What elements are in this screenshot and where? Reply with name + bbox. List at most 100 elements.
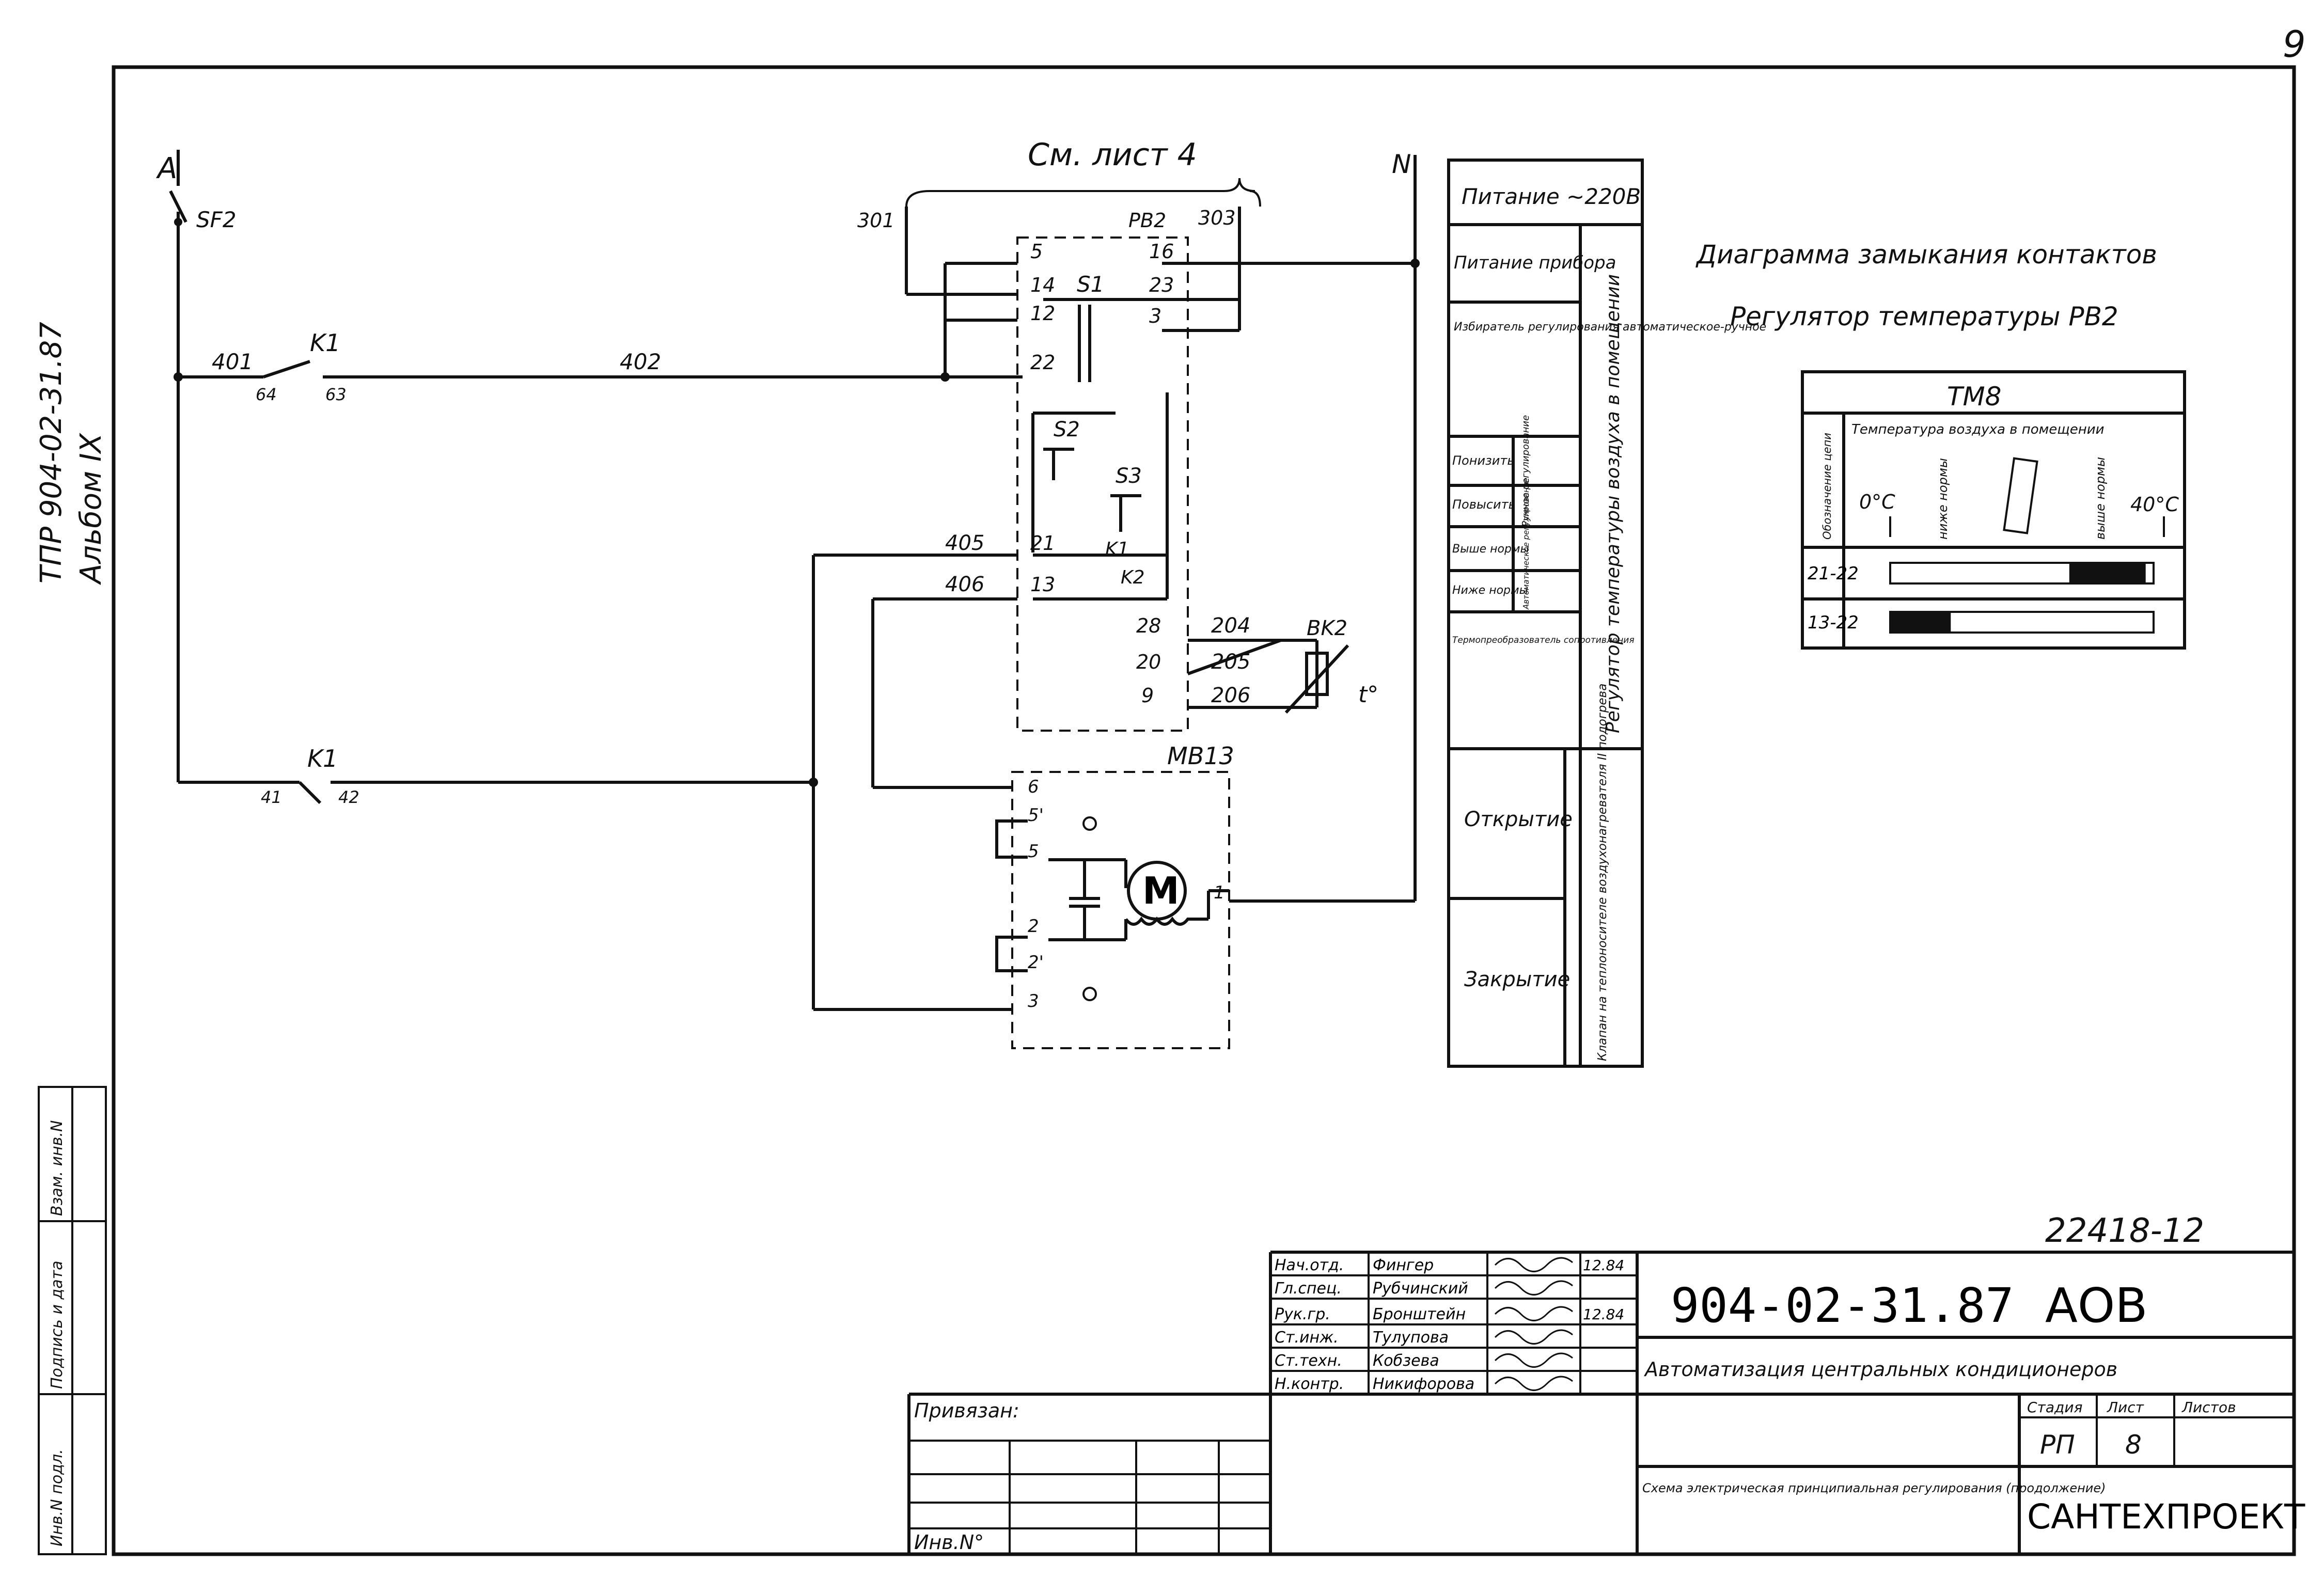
k1-contact-41: 41: [261, 787, 282, 807]
contact-28: 28: [1136, 614, 1161, 637]
contact-16: 16: [1149, 240, 1174, 263]
project-title: Автоматизация центральных кондиционеров: [1643, 1358, 2117, 1381]
contact-row-closed: [1890, 612, 1951, 633]
scale-0: 0°C: [1859, 491, 1895, 513]
temp-symbol: t°: [1358, 682, 1378, 708]
drawing-title: Схема электрическая принципиальная регул…: [1642, 1481, 2106, 1495]
diagram-title-2: Регулятор температуры PB2: [1730, 302, 2118, 331]
contact-12: 12: [1030, 302, 1055, 325]
tb-role: Ст.техн.: [1275, 1352, 1342, 1370]
wire-406: 406: [945, 573, 984, 596]
motor-symbol: M: [1142, 869, 1180, 912]
wire-401: 401: [212, 349, 253, 374]
tb-name: Кобзева: [1373, 1352, 1439, 1370]
doc-code: 22418-12: [2045, 1212, 2204, 1250]
contact-3: 3: [1149, 305, 1161, 327]
relay-K1-bottom: K1: [307, 745, 338, 772]
func-group-valve: Клапан на теплоносителе воздухонагревате…: [1596, 684, 1609, 1061]
wire-402: 402: [620, 349, 661, 374]
wire-206: 206: [1211, 684, 1250, 707]
inv-label: Инв.N°: [914, 1531, 984, 1554]
tb-name: Рубчинский: [1373, 1280, 1468, 1298]
side-stamp-code: ТПР 904-02-31.87: [35, 322, 68, 583]
switch-S2: S2: [1054, 418, 1080, 441]
motor-term-5: 5: [1028, 841, 1039, 862]
wire-405: 405: [945, 531, 984, 555]
schematic: A SF2 См. лист 4 301 303 PB2 N 401 K1 64…: [156, 137, 1420, 1049]
k1-contact-64: 64: [256, 385, 277, 404]
func-row-thermo: Термопреобразователь сопротивления: [1452, 635, 1635, 645]
contact-22: 22: [1030, 351, 1055, 374]
tb-signature: [1494, 1376, 1573, 1391]
strip-inv-label: Инв.N подл.: [48, 1449, 66, 1546]
func-row-power: Питание прибора: [1454, 252, 1616, 273]
breaker-label: SF2: [196, 207, 237, 232]
sheet-head: Лист: [2107, 1399, 2144, 1416]
company: САНТЕХПРОЕКТ: [2027, 1497, 2305, 1537]
contact-5: 5: [1030, 240, 1043, 263]
stage-value: РП: [2040, 1430, 2075, 1460]
tb-role: Гл.спец.: [1275, 1280, 1342, 1298]
sheets-head: Листов: [2181, 1399, 2236, 1416]
func-row-raise: Повысить: [1452, 497, 1516, 512]
motor-term-6: 6: [1028, 777, 1039, 797]
tb-date: 12.84: [1583, 1257, 1624, 1274]
tb-signature: [1494, 1306, 1573, 1321]
motor-term-5p: 5': [1028, 805, 1044, 826]
switch-S3: S3: [1116, 464, 1142, 488]
neutral-label: N: [1392, 149, 1411, 179]
sensor-label: BK2: [1307, 617, 1347, 640]
contact-14: 14: [1030, 274, 1055, 296]
strip-replace-label: Взам. инв.N: [48, 1120, 66, 1216]
designation: 904-02-31.87: [1671, 1278, 2014, 1333]
func-row-close: Закрытие: [1464, 968, 1570, 991]
func-row-above: Выше нормы: [1452, 543, 1529, 556]
contact-23: 23: [1149, 274, 1174, 296]
tb-signature: [1494, 1257, 1573, 1272]
tb-date: 12.84: [1583, 1306, 1624, 1323]
side-stamp: ТПР 904-02-31.87 Альбом IX: [35, 322, 108, 585]
tb-signature: [1494, 1352, 1573, 1368]
diagram-title-1: Диаграмма замыкания контактов: [1695, 240, 2157, 270]
contact-row-label: 13-22: [1808, 612, 1859, 633]
wire-303: 303: [1198, 207, 1236, 229]
mark: АОВ: [2045, 1278, 2147, 1333]
tb-name: Фингер: [1373, 1256, 1434, 1274]
sheet-value: 8: [2125, 1430, 2142, 1460]
tb-signature: [1494, 1329, 1573, 1345]
tb-signature: [1494, 1280, 1573, 1296]
regulator-label: PB2: [1128, 209, 1166, 232]
contact-21: 21: [1030, 532, 1055, 555]
phase-label: A: [156, 152, 177, 185]
wire-204: 204: [1211, 614, 1250, 638]
func-row-open: Открытие: [1464, 808, 1573, 831]
contact-diagram: Диаграмма замыкания контактов Регулятор …: [1695, 240, 2186, 650]
motor-term-2p: 2': [1028, 952, 1044, 973]
side-stamp-album: Альбом IX: [74, 433, 108, 585]
tb-role: Рук.гр.: [1275, 1305, 1330, 1323]
scale-below: ниже нормы: [1936, 458, 1950, 540]
contact-13: 13: [1030, 573, 1055, 596]
contact-20: 20: [1136, 651, 1161, 673]
temp-head: Температура воздуха в помещении: [1851, 422, 2105, 437]
k1-contact-42: 42: [338, 787, 359, 807]
contact-row-bar: [1889, 562, 2155, 585]
func-header: Питание ~220В: [1462, 184, 1641, 209]
func-row-below: Ниже нормы: [1452, 584, 1528, 597]
stage-head: Стадия: [2027, 1399, 2082, 1416]
tm8-title: TM8: [1947, 382, 2002, 412]
tb-name: Никифорова: [1373, 1375, 1474, 1393]
tb-name: Бронштейн: [1373, 1305, 1466, 1323]
func-sub-auto: Автоматическое регулирование: [1521, 478, 1531, 610]
func-row-lower: Понизить: [1452, 453, 1515, 468]
page-number: 9: [2283, 23, 2306, 66]
strip-sign-label: Подпись и дата: [48, 1261, 66, 1389]
bound-label: Привязан:: [914, 1399, 1019, 1422]
switch-S1: S1: [1077, 272, 1104, 297]
func-sub-manual: Ручное регулирование: [1520, 415, 1531, 527]
ref-sheet-label: См. лист 4: [1028, 137, 1197, 173]
motor-term-2: 2: [1028, 916, 1039, 937]
motor-term-3: 3: [1028, 991, 1039, 1012]
